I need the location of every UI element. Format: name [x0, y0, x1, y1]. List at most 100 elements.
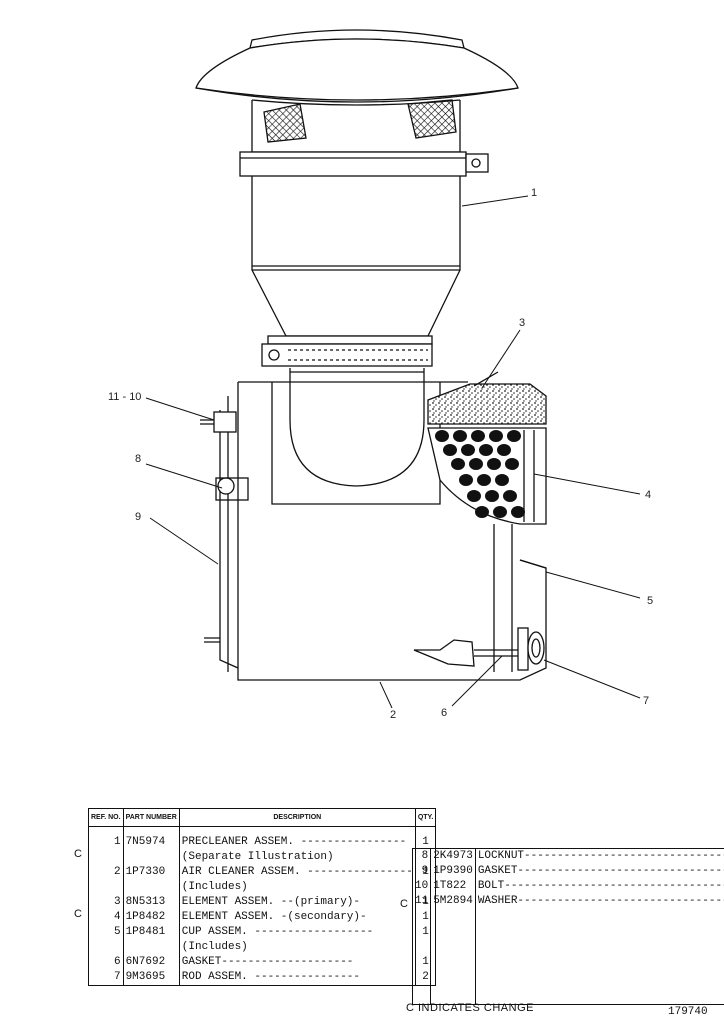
callout-1: 1 [531, 187, 537, 199]
cell-ref: 11 [412, 894, 432, 909]
cell-part: 1P9390 [430, 864, 476, 879]
cell-desc: CUP ASSEM. ------------------ [181, 926, 374, 938]
header-ref: REF. NO. [88, 808, 124, 827]
cell-ref [88, 850, 124, 865]
change-note: C INDICATES CHANGE [406, 1002, 534, 1014]
perforation-hole [471, 430, 485, 442]
table-row: 5 1P8481 CUP ASSEM. ------------------ 1 [88, 925, 436, 940]
cell-desc [475, 909, 724, 1005]
cell-part: 2K4973 [430, 848, 476, 864]
perforation-hole [505, 458, 519, 470]
cell-ref: 9 [412, 864, 432, 879]
precleaner-assembly [195, 29, 519, 367]
header-part-number: PART NUMBER [123, 808, 180, 827]
table-row: 11 5M2894 WASHER------------------------… [412, 894, 724, 909]
table-row: 8 2K4973 LOCKNUT------------------------… [412, 848, 724, 864]
perforation-hole [453, 430, 467, 442]
air-cleaner-body [200, 368, 547, 681]
callout-9: 9 [135, 511, 141, 523]
table-row: 9 1P9390 GASKET-------------------------… [412, 864, 724, 879]
parts-table-right: 8 2K4973 LOCKNUT------------------------… [412, 848, 724, 1005]
cell-desc: ELEMENT ASSEM. --(primary)- [181, 896, 360, 908]
cell-desc: LOCKNUT------------------------------- [477, 850, 724, 862]
cell-part: 7N5974 [123, 826, 180, 850]
table-row: 4 1P8482 ELEMENT ASSEM. -(secondary)- 1 [88, 910, 436, 925]
cell-ref: 10 [412, 879, 432, 894]
table-row: 7 9M3695 ROD ASSEM. ---------------- 2 [88, 970, 436, 986]
cell-part: 5M2894 [430, 894, 476, 909]
perforation-hole [493, 506, 507, 518]
callout-8: 8 [135, 453, 141, 465]
perforation-hole [443, 444, 457, 456]
air-cleaner-exploded-diagram: 1 2 3 4 5 6 7 8 9 11 - 10 [108, 29, 653, 721]
change-mark: C [74, 908, 82, 920]
cell-part: 1P8482 [123, 910, 180, 925]
perforation-hole [497, 444, 511, 456]
callout-4: 4 [645, 489, 651, 501]
cell-desc: (Includes) [181, 881, 248, 893]
cell-ref: 1 [88, 826, 124, 850]
cell-part: 9M3695 [123, 970, 180, 986]
cell-part: 1T822 [430, 879, 476, 894]
table-row: 6 6N7692 GASKET-------------------- 1 [88, 955, 436, 970]
cell-ref: 6 [88, 955, 124, 970]
perforation-hole [469, 458, 483, 470]
perforation-hole [459, 474, 473, 486]
cell-part: 1P8481 [123, 925, 180, 940]
cell-ref: 2 [88, 865, 124, 880]
callout-6: 6 [441, 707, 447, 719]
cell-ref: 5 [88, 925, 124, 940]
header-qty: QTY. [414, 808, 436, 827]
cell-part [123, 940, 180, 955]
perforation-hole [485, 490, 499, 502]
perforation-hole [489, 430, 503, 442]
cell-desc: (Includes) [181, 941, 248, 953]
cell-qty: 1 [414, 826, 436, 850]
perforation-hole [487, 458, 501, 470]
cell-ref: 7 [88, 970, 124, 986]
table-row: (Includes) [88, 940, 436, 955]
callout-11-10: 11 - 10 [108, 391, 141, 403]
cell-desc: WASHER-------------------------------- [477, 895, 724, 907]
cell-ref [412, 909, 432, 1005]
cell-desc: ELEMENT ASSEM. -(secondary)- [181, 911, 367, 923]
table-row: (Includes) [88, 880, 436, 895]
perforation-hole [435, 430, 449, 442]
perforation-hole [461, 444, 475, 456]
cell-ref [88, 940, 124, 955]
table-row: 1 7N5974 PRECLEANER ASSEM. -------------… [88, 826, 436, 850]
cell-part [123, 850, 180, 865]
cell-ref: 4 [88, 910, 124, 925]
cell-desc: (Separate Illustration) [181, 851, 334, 863]
perforation-hole [503, 490, 517, 502]
callout-labels: 1 2 3 4 5 6 7 8 9 11 - 10 [108, 187, 653, 721]
leader-lines [145, 195, 641, 709]
cell-desc: PRECLEANER ASSEM. ---------------- [181, 836, 407, 848]
table-filler-row [412, 909, 724, 1005]
cell-part: 6N7692 [123, 955, 180, 970]
cell-desc: ROD ASSEM. ---------------- [181, 971, 360, 983]
cell-part: 1P7330 [123, 865, 180, 880]
cell-ref: 8 [412, 848, 432, 864]
header-description: DESCRIPTION [179, 808, 416, 827]
drawing-number: 179740 [668, 1006, 708, 1018]
cell-desc: GASKET-------------------------------- [477, 865, 724, 877]
table-header-row: REF. NO. PART NUMBER DESCRIPTION QTY. [88, 808, 436, 827]
callout-7: 7 [643, 695, 649, 707]
cell-ref [88, 880, 124, 895]
perforation-hole [511, 506, 525, 518]
cell-desc: AIR CLEANER ASSEM. ---------------- [181, 866, 413, 878]
table-row: (Separate Illustration) [88, 850, 436, 865]
cell-ref: 3 [88, 895, 124, 910]
cell-desc: GASKET-------------------- [181, 956, 354, 968]
cell-part [430, 909, 476, 1005]
perforation-hole [467, 490, 481, 502]
perforation-hole [507, 430, 521, 442]
parts-table-left: REF. NO. PART NUMBER DESCRIPTION QTY. 1 … [88, 808, 437, 986]
callout-3: 3 [519, 317, 525, 329]
table-row: 2 1P7330 AIR CLEANER ASSEM. ------------… [88, 865, 436, 880]
change-mark: C [74, 848, 82, 860]
cell-desc: BOLT---------------------------------- [477, 880, 724, 892]
secondary-element-perforations [435, 430, 525, 518]
perforation-hole [495, 474, 509, 486]
